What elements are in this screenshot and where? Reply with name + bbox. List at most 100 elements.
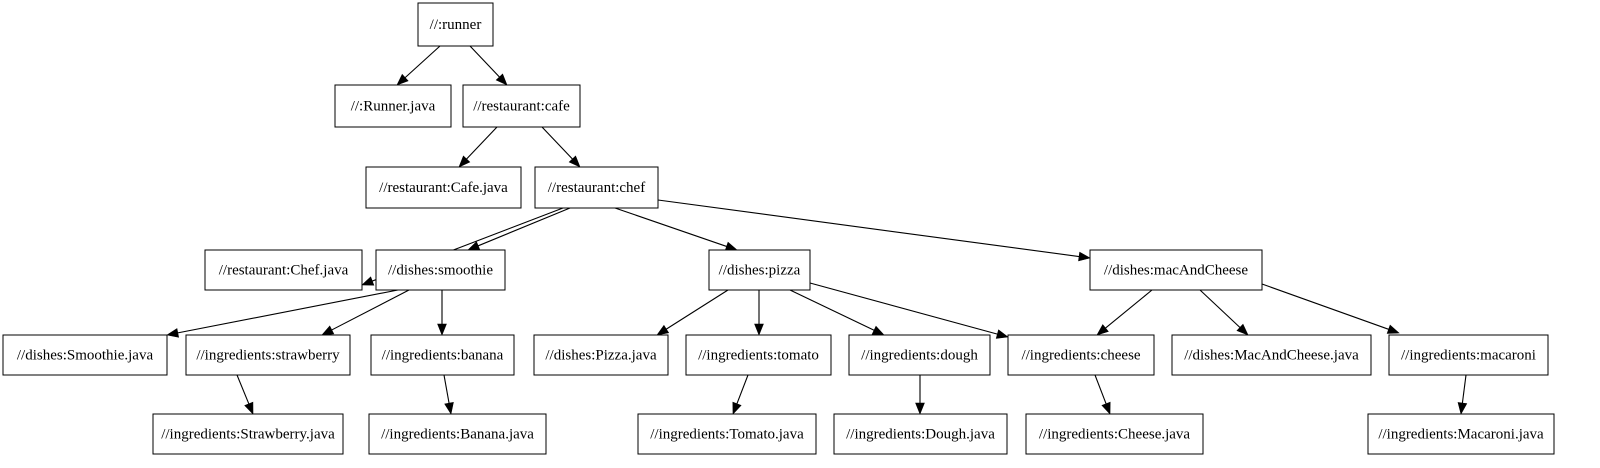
node-box[interactable] bbox=[1367, 413, 1555, 455]
node-box[interactable] bbox=[1007, 334, 1155, 376]
graph-edge bbox=[458, 126, 498, 168]
node-box[interactable] bbox=[833, 413, 1008, 455]
graph-node[interactable]: //ingredients:macaroni bbox=[1388, 334, 1549, 376]
node-box[interactable] bbox=[1171, 334, 1372, 376]
node-label: //dishes:pizza bbox=[719, 262, 801, 278]
edge-line bbox=[443, 374, 450, 404]
graph-node[interactable]: //restaurant:chef bbox=[534, 166, 659, 209]
graph-edge bbox=[321, 289, 410, 336]
node-label: //restaurant:Cafe.java bbox=[379, 180, 508, 196]
node-box[interactable] bbox=[708, 249, 811, 291]
node-label: //:runner bbox=[430, 17, 482, 33]
node-label: //restaurant:Chef.java bbox=[219, 262, 349, 278]
edge-line bbox=[809, 282, 998, 335]
arrowhead-icon bbox=[495, 73, 508, 86]
node-box[interactable] bbox=[1089, 249, 1263, 291]
node-box[interactable] bbox=[185, 334, 351, 376]
node-label: //restaurant:chef bbox=[548, 180, 645, 196]
graph-edge bbox=[437, 290, 447, 336]
graph-node[interactable]: //ingredients:Banana.java bbox=[368, 413, 547, 455]
node-box[interactable] bbox=[417, 2, 494, 47]
node-box[interactable] bbox=[1388, 334, 1549, 376]
graph-edge bbox=[1457, 374, 1468, 415]
graph-edge bbox=[467, 207, 571, 251]
graph-node[interactable]: //dishes:macAndCheese bbox=[1089, 249, 1263, 291]
node-box[interactable] bbox=[533, 334, 669, 376]
graph-node[interactable]: //ingredients:Cheese.java bbox=[1025, 413, 1204, 455]
arrowhead-icon bbox=[724, 241, 738, 251]
node-box[interactable] bbox=[685, 334, 832, 376]
edge-line bbox=[404, 45, 441, 79]
graph-node[interactable]: //ingredients:Strawberry.java bbox=[152, 413, 344, 455]
arrowhead-icon bbox=[396, 73, 409, 86]
node-box[interactable] bbox=[637, 413, 817, 455]
node-label: //dishes:smoothie bbox=[388, 262, 493, 278]
arrowhead-icon bbox=[568, 155, 581, 168]
arrowhead-icon bbox=[1096, 324, 1109, 336]
graph-node[interactable]: //ingredients:Dough.java bbox=[833, 413, 1008, 455]
graph-node[interactable]: //ingredients:Tomato.java bbox=[637, 413, 817, 455]
arrowhead-icon bbox=[444, 402, 454, 415]
graph-edge bbox=[396, 45, 441, 86]
graph-node[interactable]: //ingredients:dough bbox=[848, 334, 991, 376]
node-box[interactable] bbox=[368, 413, 547, 455]
node-box[interactable] bbox=[848, 334, 991, 376]
graph-edge bbox=[1261, 283, 1400, 334]
node-box[interactable] bbox=[534, 166, 659, 209]
graph-node[interactable]: //ingredients:strawberry bbox=[185, 334, 351, 376]
node-box[interactable] bbox=[152, 413, 344, 455]
graph-node[interactable]: //restaurant:cafe bbox=[462, 84, 581, 128]
graph-node[interactable]: //:runner bbox=[417, 2, 494, 47]
graph-edge bbox=[614, 207, 738, 251]
node-box[interactable] bbox=[204, 249, 363, 291]
node-box[interactable] bbox=[365, 166, 522, 209]
node-label: //ingredients:Dough.java bbox=[846, 426, 995, 442]
graph-node[interactable]: //ingredients:banana bbox=[370, 334, 515, 376]
node-label: //ingredients:dough bbox=[861, 347, 978, 363]
node-label: //ingredients:Macaroni.java bbox=[1378, 426, 1544, 442]
graph-node[interactable]: //dishes:Pizza.java bbox=[533, 334, 669, 376]
node-box[interactable] bbox=[1025, 413, 1204, 455]
arrowhead-icon bbox=[1457, 402, 1468, 415]
arrowhead-icon bbox=[244, 401, 254, 415]
graph-node[interactable]: //dishes:MacAndCheese.java bbox=[1171, 334, 1372, 376]
node-box[interactable] bbox=[370, 334, 515, 376]
node-label: //ingredients:Tomato.java bbox=[650, 426, 804, 442]
graph-node[interactable]: //ingredients:Macaroni.java bbox=[1367, 413, 1555, 455]
node-box[interactable] bbox=[375, 249, 506, 291]
edge-line bbox=[1461, 374, 1467, 404]
node-box[interactable] bbox=[2, 334, 168, 376]
graph-node[interactable]: //restaurant:Chef.java bbox=[204, 249, 363, 291]
graph-node[interactable]: //restaurant:Cafe.java bbox=[365, 166, 522, 209]
arrowhead-icon bbox=[732, 401, 742, 415]
edge-line bbox=[1094, 374, 1107, 404]
graph-edge bbox=[732, 374, 749, 415]
edge-line bbox=[477, 207, 571, 247]
arrowhead-icon bbox=[166, 328, 180, 338]
graph-node[interactable]: //dishes:pizza bbox=[708, 249, 811, 291]
node-box[interactable] bbox=[462, 84, 581, 128]
node-box[interactable] bbox=[334, 84, 452, 128]
node-label: //dishes:Pizza.java bbox=[545, 347, 657, 363]
edge-line bbox=[1105, 289, 1153, 329]
graph-node[interactable]: //ingredients:cheese bbox=[1007, 334, 1155, 376]
graph-node[interactable]: //ingredients:tomato bbox=[685, 334, 832, 376]
graph-node[interactable]: //dishes:Smoothie.java bbox=[2, 334, 168, 376]
graph-node[interactable]: //dishes:smoothie bbox=[375, 249, 506, 291]
edge-line bbox=[331, 289, 410, 331]
edge-line bbox=[614, 207, 727, 247]
graph-edge bbox=[236, 374, 254, 415]
graph-edge bbox=[469, 45, 508, 86]
node-label: //ingredients:Strawberry.java bbox=[161, 426, 335, 442]
edge-line bbox=[466, 126, 498, 160]
edge-line bbox=[789, 289, 875, 331]
arrowhead-icon bbox=[995, 329, 1009, 339]
graph-edge bbox=[789, 289, 885, 336]
graph-edge bbox=[1199, 289, 1249, 336]
node-label: //restaurant:cafe bbox=[473, 98, 570, 114]
edge-line bbox=[736, 374, 749, 404]
graph-node[interactable]: //:Runner.java bbox=[334, 84, 452, 128]
edge-line bbox=[177, 289, 399, 334]
node-label: //ingredients:cheese bbox=[1021, 347, 1140, 363]
